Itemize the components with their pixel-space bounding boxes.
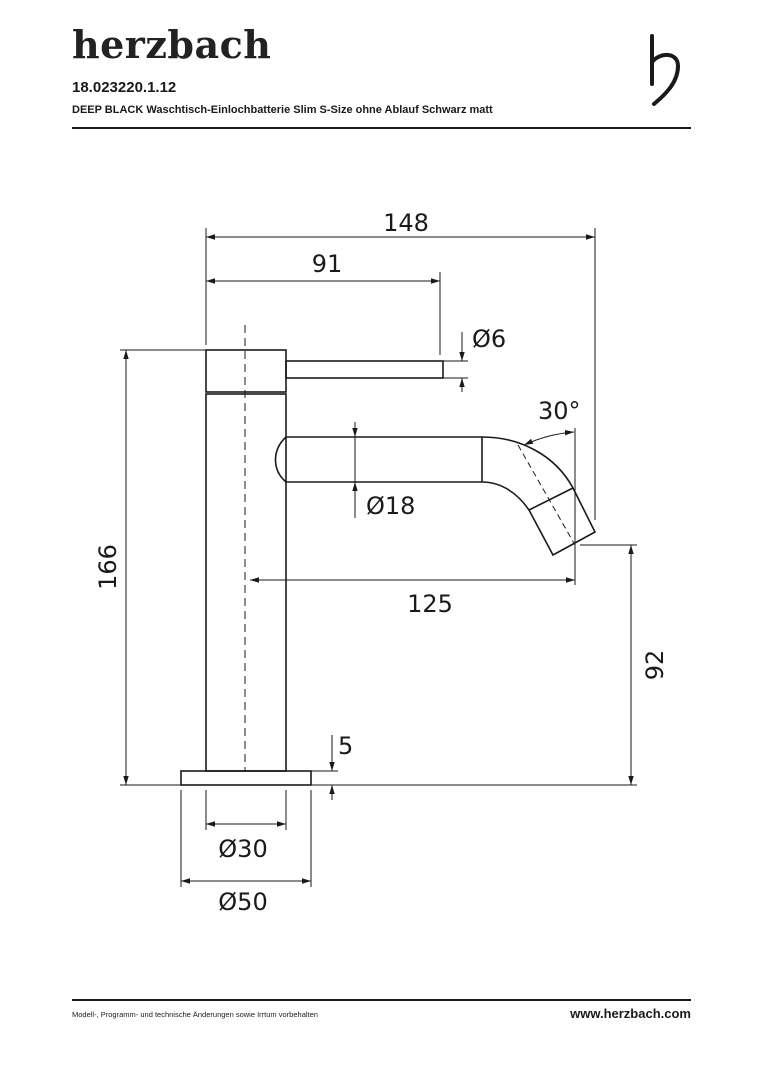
dim-body-diameter: Ø30 [218, 835, 267, 863]
dim-spout-diameter: Ø18 [366, 492, 415, 520]
spout [286, 436, 597, 557]
dim-total-height: 166 [94, 544, 122, 590]
dim-base-height: 5 [338, 732, 353, 760]
dimension-lines [120, 228, 637, 887]
dim-spout-reach: 125 [407, 590, 453, 618]
dim-lever-diameter: Ø6 [472, 325, 506, 353]
product-number: 18.023220.1.12 [72, 79, 177, 96]
footer-website-link[interactable]: www.herzbach.com [570, 1006, 691, 1021]
dim-total-length: 148 [383, 209, 429, 237]
faucet-base [180, 770, 312, 786]
dim-spout-angle: 30° [538, 397, 581, 425]
faucet-cap [205, 349, 287, 393]
herzbach-logo-icon [640, 32, 690, 113]
spout-joint [274, 436, 287, 483]
dim-base-diameter: Ø50 [218, 888, 267, 916]
faucet-outline [180, 325, 597, 786]
footer-divider [72, 999, 691, 1001]
brand-name: herzbach [72, 22, 272, 67]
header-divider [72, 127, 691, 129]
lever [285, 360, 444, 379]
product-description: DEEP BLACK Waschtisch-Einlochbatterie Sl… [72, 104, 493, 116]
faucet-body [205, 393, 287, 772]
dim-spout-height: 92 [641, 650, 669, 681]
dim-lever-length: 91 [312, 250, 343, 278]
footer-disclaimer: Modell-, Programm- und technische Änderu… [72, 1010, 318, 1019]
